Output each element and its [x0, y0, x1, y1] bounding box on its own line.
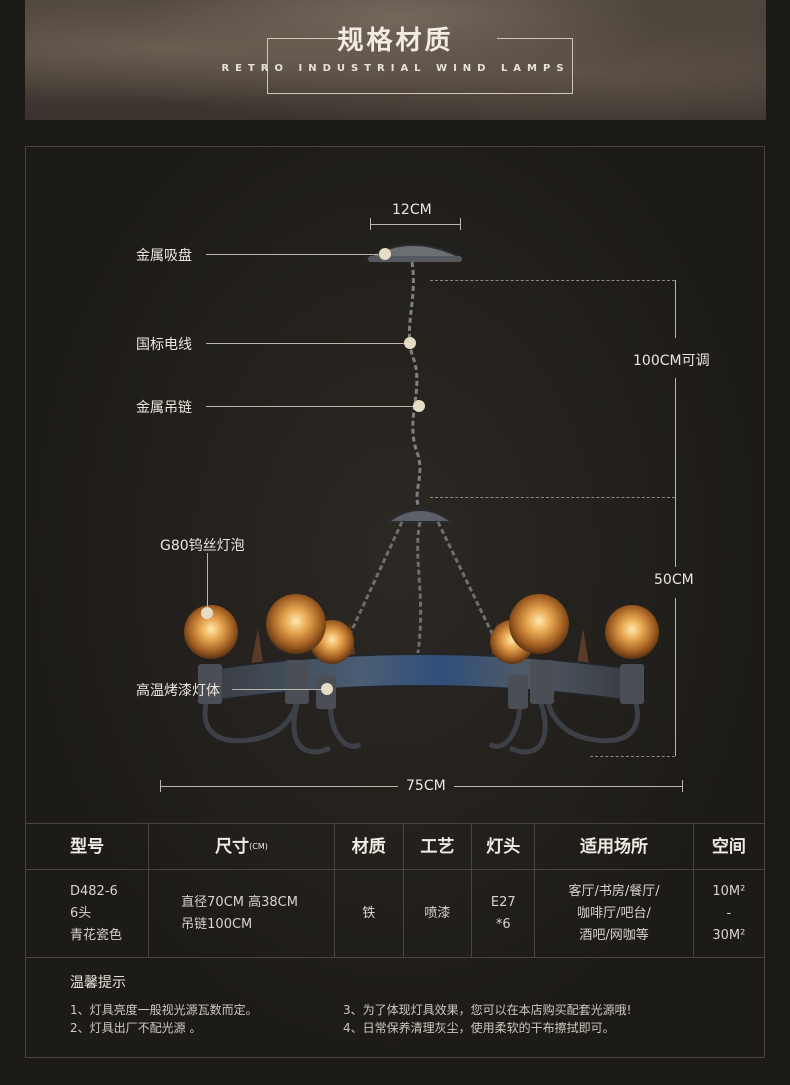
spec-table-row: D482-6 6头 青花瓷色 直径70CM 高38CM 吊链100CM 铁 喷漆… — [24, 869, 766, 958]
label-bulb: G80钨丝灯泡 — [160, 538, 245, 554]
marker-body — [321, 683, 333, 695]
dim-plate-line — [370, 224, 460, 225]
marker-bulb — [201, 607, 213, 619]
cell-space: 10M² - 30M² — [692, 869, 766, 958]
spec-table-header: 型号 尺寸(CM) 材质 工艺 灯头 适用场所 空间 — [24, 823, 766, 870]
tip-3: 3、为了体现灯具效果，您可以在本店购买配套光源哦! — [343, 1003, 632, 1017]
dim-height-line-bottom — [675, 598, 676, 756]
tip-2: 2、灯具出厂不配光源 。 — [70, 1021, 202, 1035]
dim-guide-top — [430, 280, 675, 281]
dim-width-tick-right — [682, 780, 683, 792]
tip-4: 4、日常保养清理灰尘，使用柔软的干布擦拭即可。 — [343, 1021, 615, 1035]
header-socket: 灯头 — [471, 823, 536, 870]
tip-1: 1、灯具亮度一般视光源瓦数而定。 — [70, 1003, 258, 1017]
leader-bulb — [207, 553, 208, 608]
dim-width: 75CM — [406, 778, 446, 794]
cell-socket: E27 *6 — [471, 869, 536, 958]
header-usage: 适用场所 — [534, 823, 694, 870]
spec-table: 型号 尺寸(CM) 材质 工艺 灯头 适用场所 空间 D482-6 6头 青花瓷… — [24, 823, 766, 958]
cell-model: D482-6 6头 青花瓷色 — [24, 869, 150, 958]
banner-frame — [267, 38, 573, 94]
header-model: 型号 — [24, 823, 150, 870]
label-cable: 国标电线 — [136, 337, 192, 353]
dim-height: 50CM — [654, 572, 694, 588]
banner-line-left — [267, 38, 343, 39]
header-material: 材质 — [333, 823, 404, 870]
dim-plate-width: 12CM — [392, 202, 432, 218]
dim-width-line-left — [160, 786, 398, 787]
tips-title: 温馨提示 — [70, 975, 126, 991]
leader-body — [232, 689, 322, 690]
dim-guide-bottom — [590, 756, 675, 757]
header-space: 空间 — [692, 823, 766, 870]
dim-guide-middle — [430, 497, 675, 498]
banner-subtitle: RETRO INDUSTRIAL WIND LAMPS — [221, 63, 570, 74]
dim-plate-tick-right — [460, 218, 461, 230]
cell-material: 铁 — [333, 869, 404, 958]
marker-cable — [404, 337, 416, 349]
header-process: 工艺 — [402, 823, 473, 870]
header-banner: 规格材质 RETRO INDUSTRIAL WIND LAMPS — [25, 0, 766, 120]
header-size-unit: (CM) — [249, 841, 268, 851]
label-chain: 金属吊链 — [136, 400, 192, 416]
dim-width-line-right — [454, 786, 682, 787]
dim-chain-line-top — [675, 280, 676, 338]
cell-usage: 客厅/书房/餐厅/ 咖啡厅/吧台/ 酒吧/网咖等 — [534, 869, 694, 958]
banner-title: 规格材质 — [337, 26, 454, 56]
leader-ceiling-plate — [206, 254, 378, 255]
dim-chain-length: 100CM可调 — [633, 353, 710, 369]
dim-height-line-top — [675, 497, 676, 567]
dim-chain-line-bottom — [675, 378, 676, 497]
marker-chain — [413, 400, 425, 412]
label-ceiling-plate: 金属吸盘 — [136, 248, 192, 264]
label-body: 高温烤漆灯体 — [136, 683, 220, 699]
header-size: 尺寸(CM) — [148, 823, 335, 870]
leader-cable — [206, 343, 404, 344]
cell-size: 直径70CM 高38CM 吊链100CM — [148, 869, 335, 958]
leader-chain — [206, 406, 413, 407]
banner-line-right — [497, 38, 573, 39]
cell-process: 喷漆 — [402, 869, 473, 958]
dim-plate-tick-left — [370, 218, 371, 230]
marker-ceiling-plate — [379, 248, 391, 260]
